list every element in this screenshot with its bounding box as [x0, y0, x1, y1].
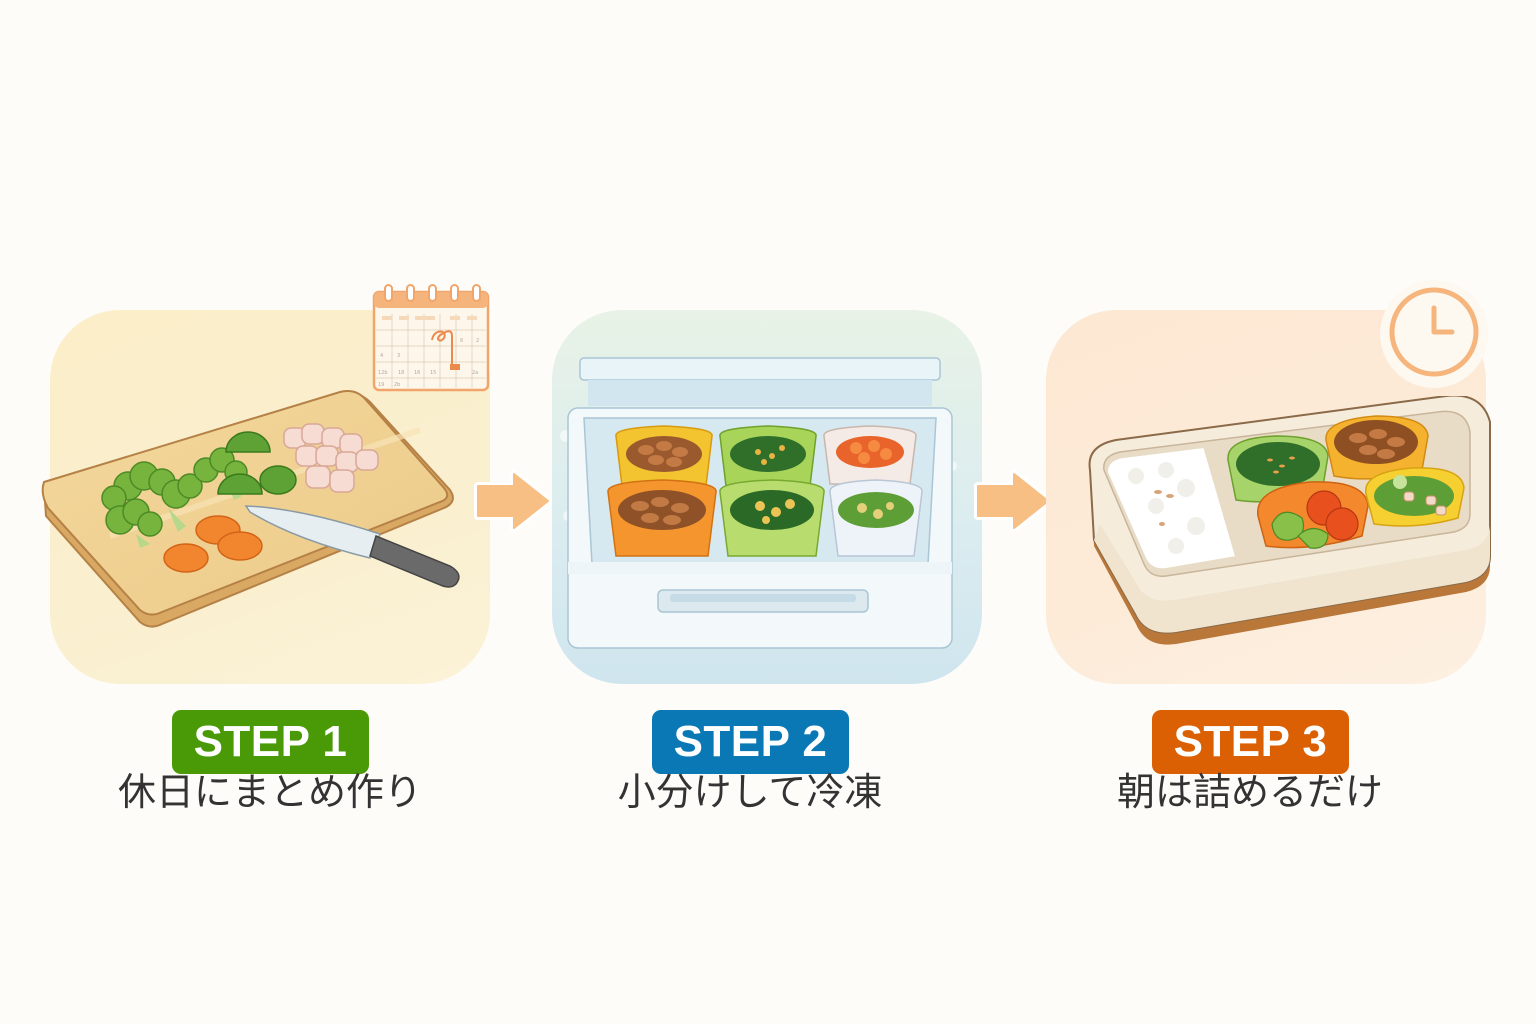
broccoli	[101, 447, 248, 548]
step-2-badge: STEP 2	[652, 710, 849, 774]
step-2-caption: 小分けして冷凍	[617, 770, 883, 814]
arrow-right-icon	[474, 470, 552, 532]
calendar-icon: 4 3 6 2 12b 18 16 15 2a 19 2b	[372, 284, 490, 392]
step-1-badge: STEP 1	[172, 710, 369, 774]
svg-text:4: 4	[380, 353, 383, 359]
arrow-right-icon	[974, 470, 1052, 532]
svg-text:2: 2	[476, 338, 479, 344]
bento-box-illustration	[1088, 396, 1491, 645]
svg-text:2b: 2b	[394, 382, 400, 388]
step-3-caption: 朝は詰めるだけ	[1116, 770, 1383, 814]
svg-text:12b: 12b	[378, 370, 388, 376]
freezer-drawer-illustration	[560, 357, 957, 649]
cutting-board-illustration	[41, 390, 460, 628]
svg-text:18: 18	[398, 370, 404, 376]
svg-text:15: 15	[430, 370, 436, 376]
step-3-badge: STEP 3	[1152, 710, 1349, 774]
svg-text:19: 19	[378, 382, 384, 388]
svg-text:2a: 2a	[472, 370, 478, 376]
knife-handle	[369, 534, 460, 588]
clock-icon	[1380, 280, 1488, 388]
svg-text:6: 6	[460, 338, 463, 344]
svg-text:3: 3	[397, 353, 400, 359]
step-1-caption: 休日にまとめ作り	[117, 770, 422, 814]
svg-text:16: 16	[414, 370, 420, 376]
knife-blade	[244, 505, 382, 559]
